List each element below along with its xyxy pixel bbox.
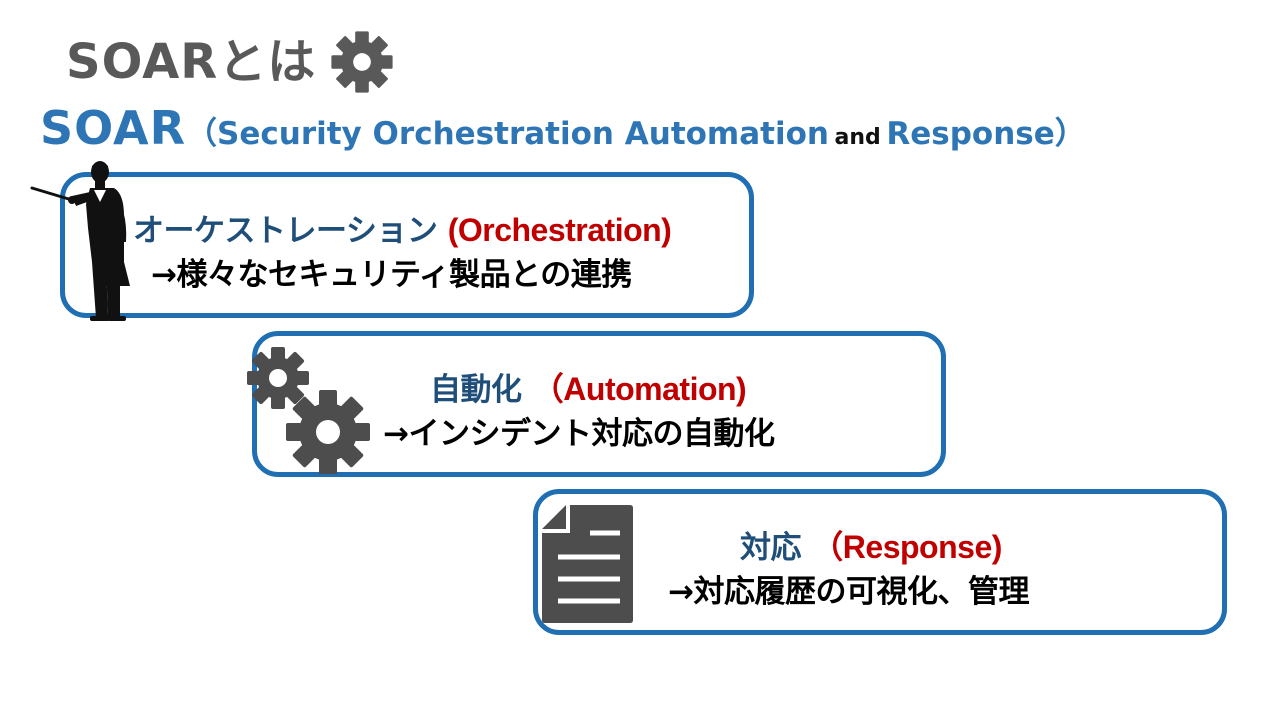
document-icon	[542, 505, 633, 623]
gears-icon	[247, 347, 370, 474]
soar-expansion-and: and	[834, 125, 881, 150]
automation-card: 自動化 （Automation) →インシデント対応の自動化	[252, 331, 946, 477]
automation-heading: 自動化 （Automation)	[430, 369, 747, 410]
response-heading-jp: 対応	[740, 530, 802, 566]
orchestration-description: →様々なセキュリティ製品との連携	[151, 257, 632, 293]
automation-heading-en: （Automation)	[531, 371, 747, 407]
conductor-icon	[30, 161, 130, 321]
orchestration-heading-jp: オーケストレーション	[133, 213, 438, 249]
soar-expansion-part2: Response	[886, 116, 1055, 152]
slide-title: SOARとは	[66, 28, 396, 96]
title-text: SOARとは	[66, 34, 317, 90]
gear-icon	[331, 31, 393, 93]
orchestration-card: オーケストレーション (Orchestration) →様々なセキュリティ製品と…	[60, 172, 754, 318]
paren-close: ）	[1054, 116, 1086, 152]
response-description: →対応履歴の可視化、管理	[668, 574, 1029, 610]
orchestration-heading-en: (Orchestration)	[447, 212, 672, 248]
response-heading-en: （Response)	[811, 529, 1002, 565]
soar-definition: SOAR（Security Orchestration Automation a…	[40, 98, 1086, 169]
paren-open: （	[186, 116, 218, 152]
orchestration-heading: オーケストレーション (Orchestration)	[133, 210, 672, 251]
automation-description: →インシデント対応の自動化	[383, 416, 775, 452]
response-heading: 対応 （Response)	[740, 527, 1002, 568]
response-card: 対応 （Response) →対応履歴の可視化、管理	[533, 489, 1227, 635]
soar-expansion-part1: Security Orchestration Automation	[217, 116, 829, 152]
automation-heading-jp: 自動化	[430, 372, 522, 408]
soar-acronym: SOAR	[40, 101, 187, 155]
